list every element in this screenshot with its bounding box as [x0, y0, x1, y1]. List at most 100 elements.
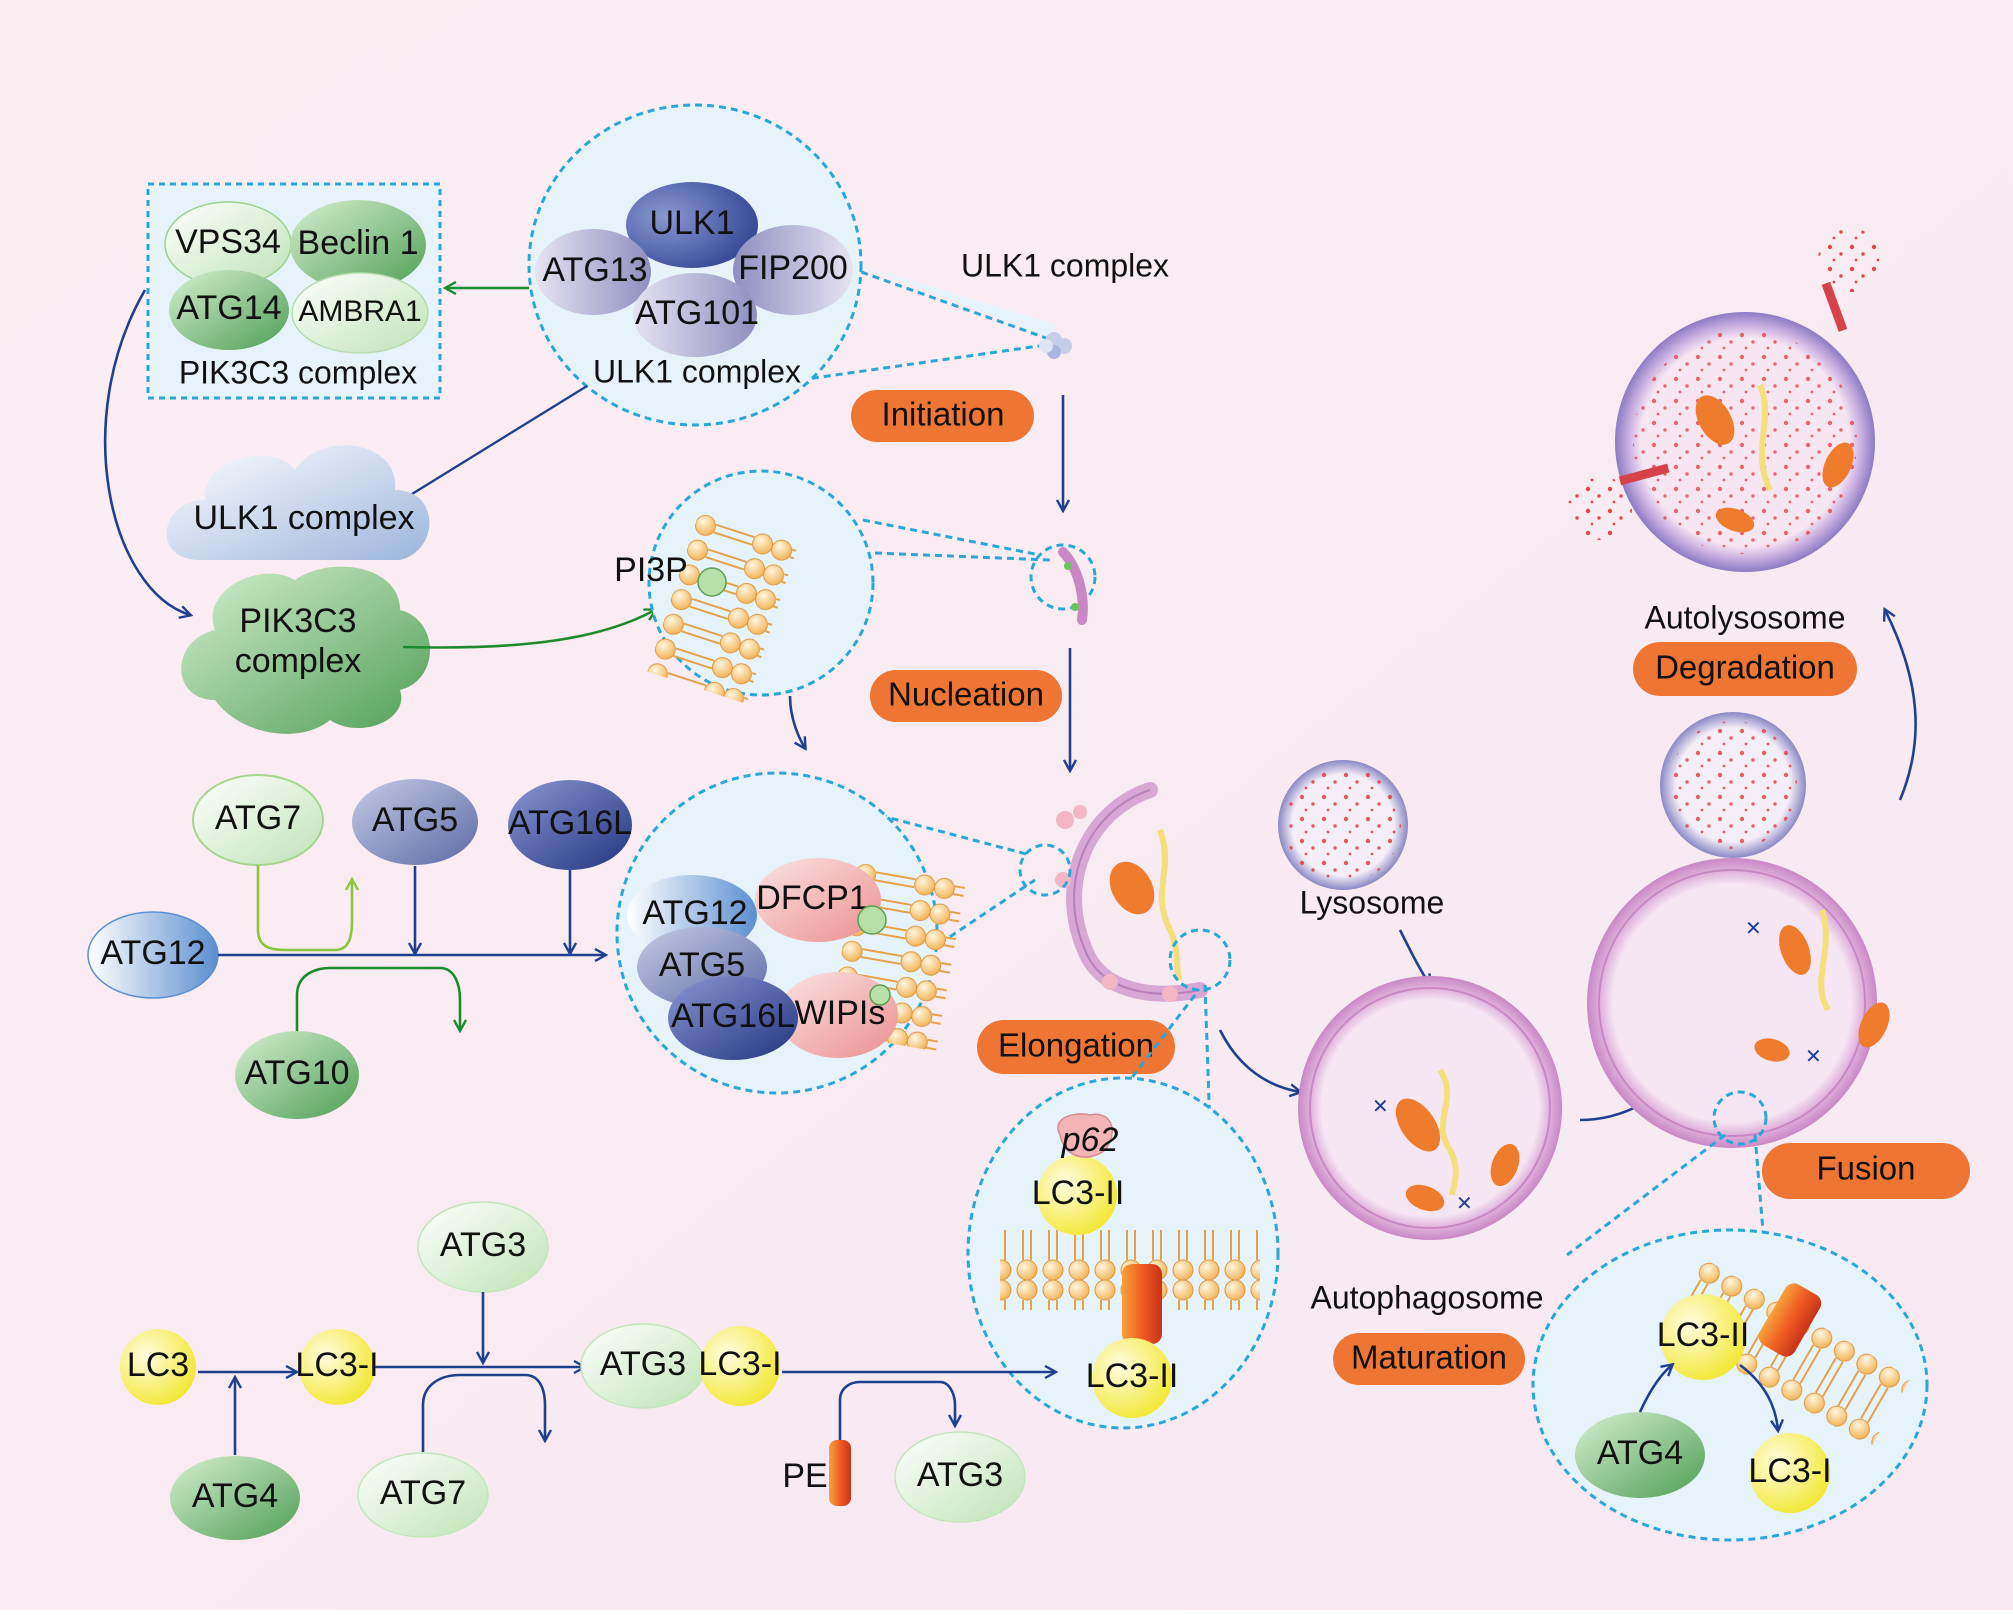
mitochondrion-elong	[1109, 861, 1155, 915]
atg12-label: ATG12	[100, 934, 205, 972]
atg101-protein	[633, 273, 757, 357]
ulk1-complex-side-label: ULK1 complex	[961, 247, 1169, 283]
atg10-protein	[235, 1031, 359, 1119]
lysosome: Lysosome	[1278, 760, 1444, 920]
pik3c3-complex-cloud: PIK3C3 complex	[181, 566, 430, 734]
pik3c3-cloud-line1: PIK3C3	[239, 602, 356, 640]
beclin1-protein	[290, 200, 426, 290]
ulk1-complex-cloud: ULK1 complex	[166, 445, 430, 560]
fusion-atg4-arrow	[1638, 1365, 1672, 1413]
atg14-protein	[169, 270, 289, 350]
ulk1-label: ULK1	[649, 204, 734, 242]
wipis-label: WIPIs	[795, 994, 886, 1032]
fusion-atg4-node	[1575, 1412, 1705, 1498]
atg13-label: ATG13	[542, 251, 647, 289]
dfcp1-protein	[755, 858, 881, 942]
phagophore	[1018, 782, 1232, 1002]
pi3p-zoom: PI3P	[614, 469, 1051, 704]
membrane-zoom: LC3-II p62	[966, 984, 1280, 1430]
autophagosome: ✕ ✕ Autophagosome	[1298, 976, 1562, 1315]
lc3-ii-top	[1037, 1155, 1117, 1235]
ulk1-cluster-icon	[1039, 332, 1072, 359]
pe-label: PE	[782, 1457, 827, 1495]
pik3c3-cloud-line2: complex	[235, 642, 362, 680]
phagophore-small	[1029, 543, 1097, 625]
fusion-organelle: ✕ ✕	[1587, 712, 1890, 1148]
atg10-label: ATG10	[244, 1054, 349, 1092]
ulk1-protein	[626, 182, 758, 268]
pik3c3-complex-box: VPS34 Beclin 1 ATG14 AMBRA1 PIK3C3 compl…	[146, 182, 442, 400]
atg7-cycle-arrow	[256, 865, 352, 952]
atg14-label: ATG14	[176, 289, 281, 327]
pe-atg3-cycle-arrow	[838, 1380, 955, 1440]
fusion-lc3-ii-label: LC3-II	[1657, 1316, 1750, 1354]
atg3-top-label: ATG3	[440, 1226, 526, 1264]
lc3-i-pair-label: LC3-I	[698, 1345, 781, 1383]
lc3-i-pair-node	[700, 1326, 780, 1406]
atg5-protein	[352, 779, 478, 865]
fusion-lc3-i-label: LC3-I	[1748, 1452, 1831, 1490]
vps34-label: VPS34	[175, 223, 281, 261]
lc3-ii-anchor	[1122, 1264, 1162, 1344]
autophagosome-label: Autophagosome	[1310, 1279, 1543, 1315]
atg7-label: ATG7	[215, 799, 301, 837]
pi3p-bilayer	[647, 510, 799, 704]
pi3p-molecule	[697, 567, 727, 597]
atg16l-label: ATG16L	[508, 804, 632, 842]
atg3-out-node	[894, 1431, 1026, 1523]
lc3-i-label: LC3-I	[295, 1346, 378, 1384]
svg-text:Nucleation: Nucleation	[888, 676, 1044, 713]
svg-text:Fusion: Fusion	[1816, 1150, 1915, 1187]
atg16l-zoom-protein	[668, 976, 798, 1060]
lc3-ii-node	[1092, 1338, 1172, 1418]
pi3p-to-elongation-arrow	[788, 695, 805, 748]
atg5-label: ATG5	[372, 801, 458, 839]
atg16l-protein	[508, 780, 632, 870]
elongation-zoom: DFCP1 WIPIs ATG12 ATG5 ATG16L	[615, 771, 1036, 1095]
svg-text:Elongation: Elongation	[998, 1027, 1154, 1064]
fusion-atg4-label: ATG4	[1597, 1434, 1683, 1472]
ulk1-cloud-label: ULK1 complex	[193, 499, 414, 537]
ulk1-zoom-caption: ULK1 complex	[593, 353, 801, 389]
svg-text:Degradation: Degradation	[1655, 649, 1835, 686]
lc3-i-node	[299, 1329, 375, 1405]
stage-maturation: Maturation	[1333, 1333, 1525, 1385]
dna-icon: ✕	[1372, 1096, 1389, 1118]
stage-nucleation: Nucleation	[870, 670, 1062, 722]
pi3p-label: PI3P	[614, 551, 688, 589]
atg7-lc3-label: ATG7	[380, 1474, 466, 1512]
svg-text:Initiation: Initiation	[882, 396, 1005, 433]
fip200-label: FIP200	[738, 249, 848, 287]
ambra1-label: AMBRA1	[298, 295, 421, 328]
ambra1-protein	[291, 272, 429, 354]
atg3-pair-label: ATG3	[600, 1345, 686, 1383]
lysosome-label: Lysosome	[1300, 884, 1445, 920]
atg101-label: ATG101	[635, 294, 759, 332]
svg-text:✕: ✕	[1745, 918, 1762, 940]
atg7-lc3-cycle-arrow	[421, 1373, 545, 1452]
atg3-out-label: ATG3	[917, 1456, 1003, 1494]
dfcp1-label: DFCP1	[756, 879, 867, 917]
atg13-protein	[535, 229, 651, 315]
p62-label: p62	[1061, 1121, 1119, 1159]
atg7-node	[357, 1452, 489, 1538]
autolysosome: Autolysosome	[1568, 228, 1882, 635]
pik3c3-to-pi3p-arrow	[402, 610, 655, 649]
beclin1-label: Beclin 1	[298, 224, 419, 262]
atg12-conjugation: ATG7 ATG5 ATG16L ATG12 ATG10	[87, 774, 632, 1119]
autolysosome-label: Autolysosome	[1645, 599, 1846, 635]
stage-elongation: Elongation	[977, 1020, 1175, 1074]
fip200-protein	[733, 225, 853, 315]
svg-text:Maturation: Maturation	[1351, 1339, 1507, 1376]
fusion-lc3-ii-node	[1660, 1294, 1746, 1380]
lc3-ii-top-label: LC3-II	[1032, 1174, 1125, 1212]
svg-text:✕: ✕	[1805, 1046, 1822, 1068]
atg4-label: ATG4	[192, 1477, 278, 1515]
pe-tube-icon	[829, 1440, 851, 1506]
wipis-protein	[778, 972, 898, 1058]
fusion-zoom: LC3-II ATG4 LC3-I	[1531, 1133, 1929, 1542]
ulk1-zoom-connector	[411, 384, 588, 496]
lc3-ii-label: LC3-II	[1086, 1357, 1179, 1395]
